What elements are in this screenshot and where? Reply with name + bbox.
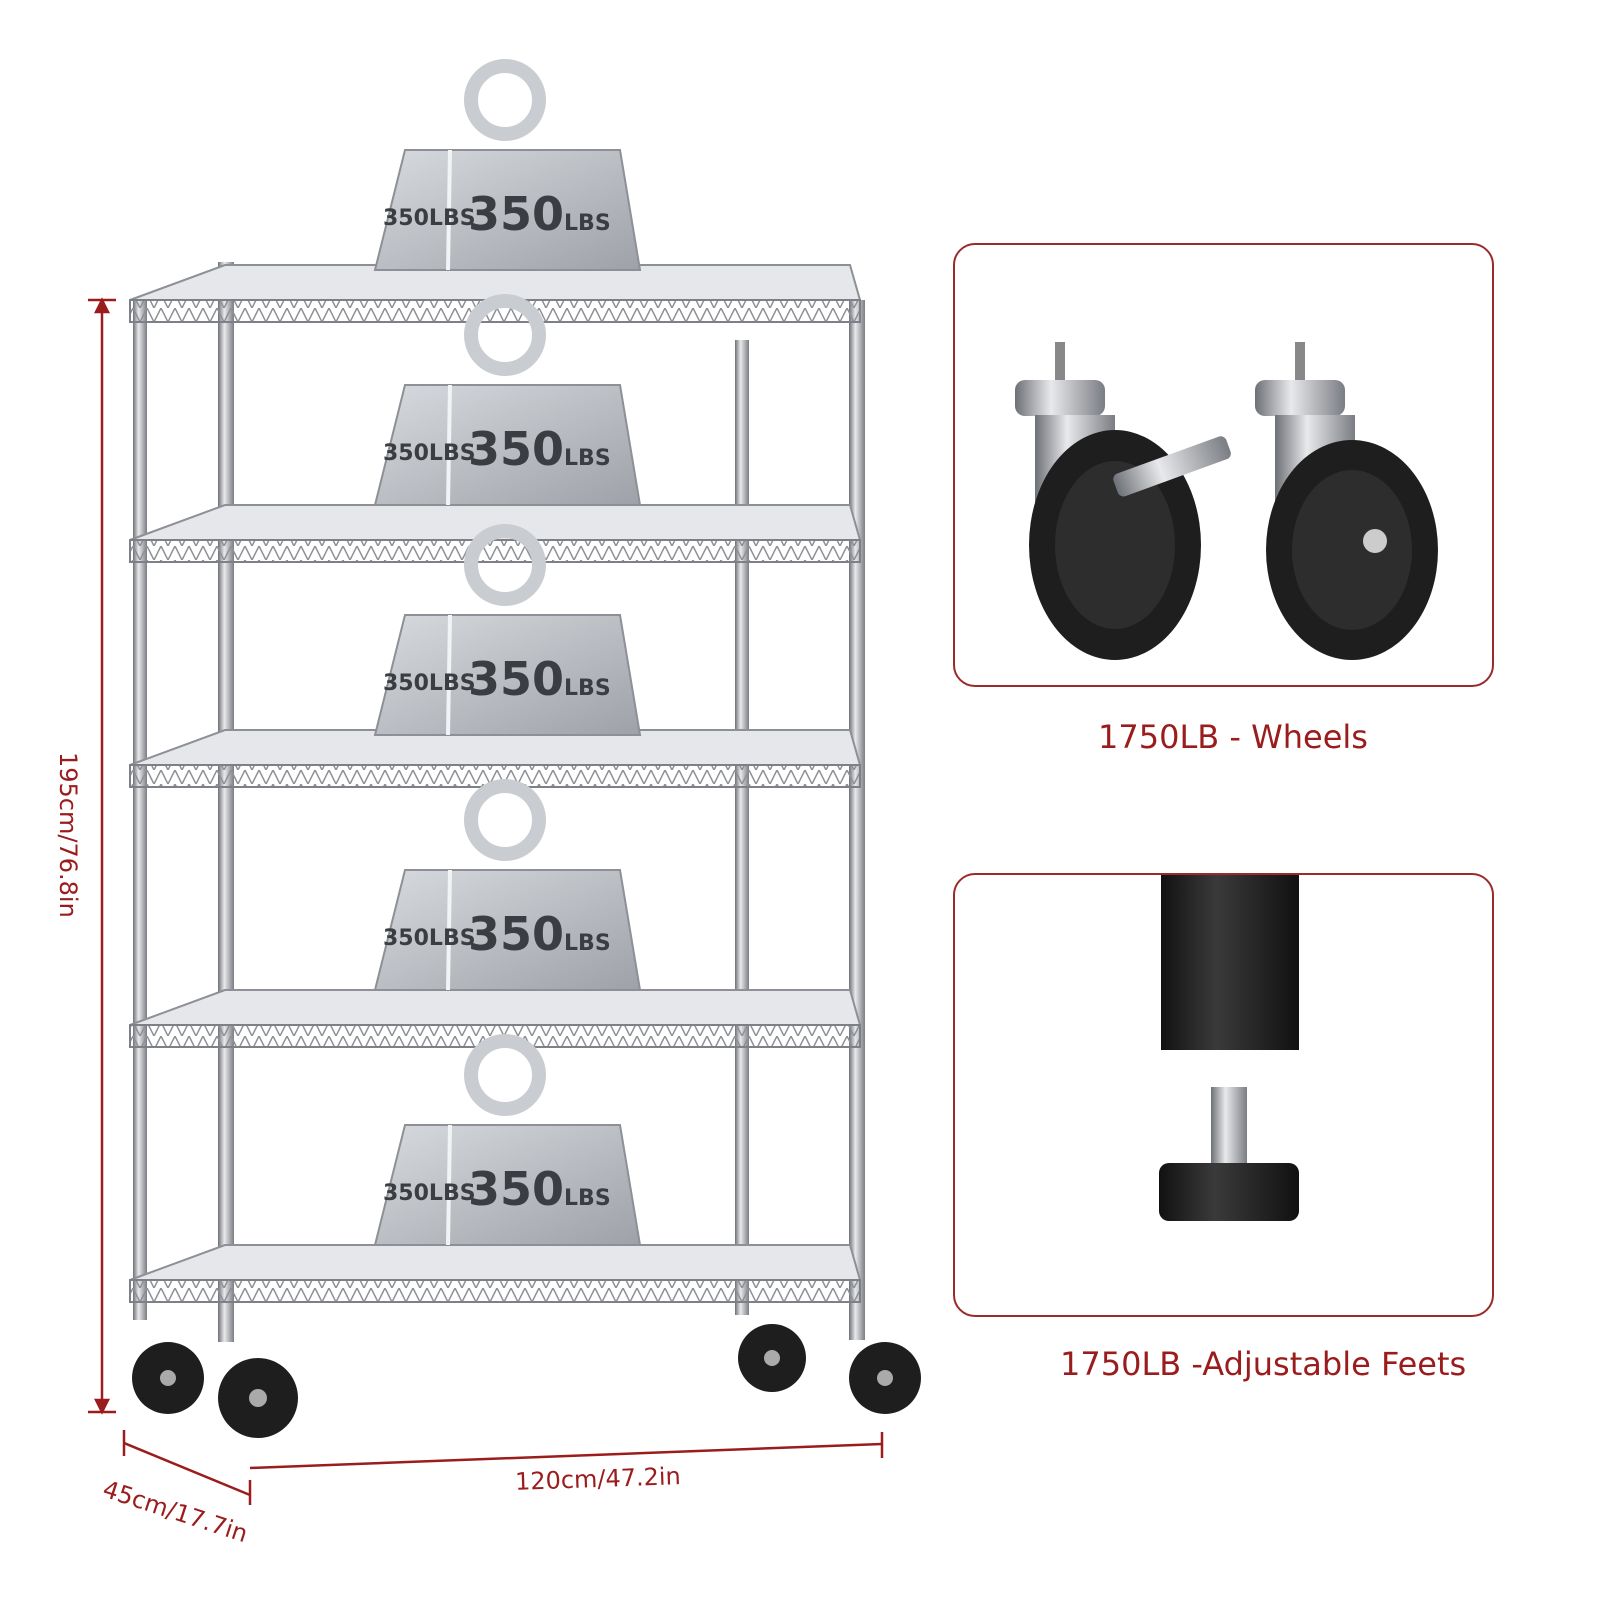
swivel-caster-icon [1255, 342, 1438, 660]
adjustable-foot-image [1159, 875, 1299, 1221]
rack-wheels [132, 1324, 921, 1438]
wheels-feature-panel [953, 243, 1494, 687]
wheel-icon [218, 1358, 298, 1438]
shelf-rack-illustration: 350LBS350LBS350LBS350LBS350LBS350LBS350L… [88, 59, 921, 1505]
wheel-icon [132, 1342, 204, 1414]
weight-side-label: 350LBS [383, 206, 476, 231]
wire-shelf [129, 504, 862, 563]
wire-shelf [129, 729, 862, 788]
wheel-icon [738, 1324, 806, 1392]
weight-side-label: 350LBS [383, 441, 476, 466]
locking-caster-icon [1015, 342, 1231, 660]
dimension-lines [88, 297, 884, 1505]
wheels-caption: 1750LB - Wheels [1098, 718, 1368, 756]
post-tube-icon [1161, 875, 1299, 1050]
feet-feature-panel [953, 873, 1494, 1317]
wire-shelf [129, 1244, 862, 1303]
weight-side-label: 350LBS [383, 671, 476, 696]
caster-wheels-image [1015, 342, 1438, 660]
leveling-foot-icon [1159, 1087, 1299, 1221]
wheel-icon [849, 1342, 921, 1414]
width-dimension-label: 120cm/47.2in [514, 1462, 682, 1496]
weight-side-label: 350LBS [383, 926, 476, 951]
weight-side-label: 350LBS [383, 1181, 476, 1206]
height-dimension-label: 195cm/76.8in [54, 752, 82, 918]
feet-caption: 1750LB -Adjustable Feets [1060, 1345, 1467, 1383]
wire-shelf [129, 264, 862, 323]
